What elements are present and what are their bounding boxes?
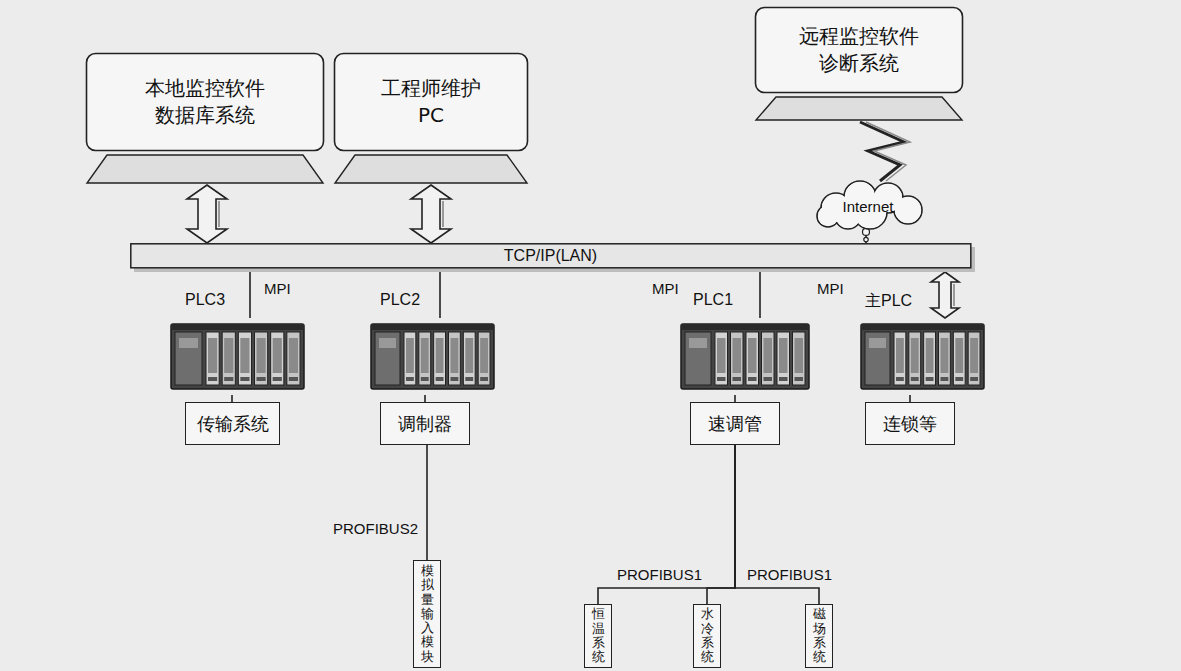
node-label: 工程师维护 PC — [371, 75, 491, 129]
text-area: 本地监控软件 数据库系统 — [85, 52, 325, 152]
plc-name: 主PLC — [865, 291, 912, 312]
bus-label: MPI — [262, 280, 293, 298]
node-label: 远程监控软件 诊断系统 — [789, 23, 929, 77]
module-box: 模拟量输入模块 — [413, 560, 441, 668]
plc-name: PLC2 — [380, 291, 420, 309]
connector — [910, 395, 911, 402]
connector — [250, 272, 251, 318]
module-box: 磁场系统 — [805, 604, 833, 668]
connector — [860, 122, 910, 181]
network-bus: TCP/IP(LAN) — [130, 243, 975, 272]
plc-illustration — [370, 318, 495, 395]
node-label: Internet — [843, 198, 894, 215]
module-box: 水冷系统 — [693, 604, 721, 668]
node-label: 速调管 — [708, 412, 762, 436]
node-label: 调制器 — [398, 412, 452, 436]
plc-unit: 主PLC — [860, 318, 985, 395]
computer-station: 远程监控软件 诊断系统 — [754, 6, 964, 122]
system-box: 调制器 — [380, 402, 470, 445]
node-label: TCP/IP(LAN) — [504, 247, 597, 265]
plc-illustration — [860, 318, 985, 395]
plc-name: PLC3 — [185, 291, 225, 309]
system-box: 连锁等 — [865, 402, 955, 445]
connector — [707, 445, 735, 604]
node-label: 水冷系统 — [701, 607, 714, 664]
bus-label: PROFIBUS1 — [615, 566, 704, 584]
bus-label: PROFIBUS1 — [745, 566, 834, 584]
module-box: 恒温系统 — [584, 604, 612, 668]
plc-illustration — [680, 318, 810, 395]
plc-unit: PLC2 — [370, 318, 495, 395]
plc-unit: PLC1 — [680, 318, 810, 395]
node-label: 模拟量输入模块 — [421, 564, 434, 664]
connector — [598, 445, 735, 604]
connector — [232, 395, 233, 402]
plc-label-holder: PLC1 — [693, 291, 733, 309]
node-label: 连锁等 — [883, 412, 937, 436]
bus-label: MPI — [650, 280, 681, 298]
connector — [187, 185, 227, 243]
node-label: 磁场系统 — [813, 607, 826, 664]
plc-unit: PLC3 — [170, 318, 305, 395]
plc-illustration — [170, 318, 305, 395]
node-label: 传输系统 — [197, 412, 269, 436]
connector — [425, 395, 426, 402]
system-box: 速调管 — [690, 402, 780, 445]
text-area: 工程师维护 PC — [333, 52, 529, 152]
connector — [411, 185, 451, 243]
internet-cloud: Internet — [808, 178, 928, 230]
plc-label-holder: PLC3 — [185, 291, 225, 309]
node-label: 恒温系统 — [592, 607, 605, 664]
plc-label-holder: 主PLC — [865, 291, 912, 312]
plc-label-holder: PLC2 — [380, 291, 420, 309]
system-box: 传输系统 — [185, 402, 280, 445]
plc-name: PLC1 — [693, 291, 733, 309]
connector — [735, 395, 736, 402]
connector — [931, 272, 959, 318]
node-label: 本地监控软件 数据库系统 — [135, 75, 275, 129]
connector — [760, 272, 761, 318]
computer-station: 本地监控软件 数据库系统 — [85, 52, 325, 185]
bus-label: PROFIBUS2 — [331, 520, 420, 538]
computer-station: 工程师维护 PC — [333, 52, 529, 185]
connector — [440, 272, 441, 318]
connector — [427, 445, 428, 560]
bus-label: MPI — [815, 280, 846, 298]
text-area: 远程监控软件 诊断系统 — [754, 6, 964, 94]
